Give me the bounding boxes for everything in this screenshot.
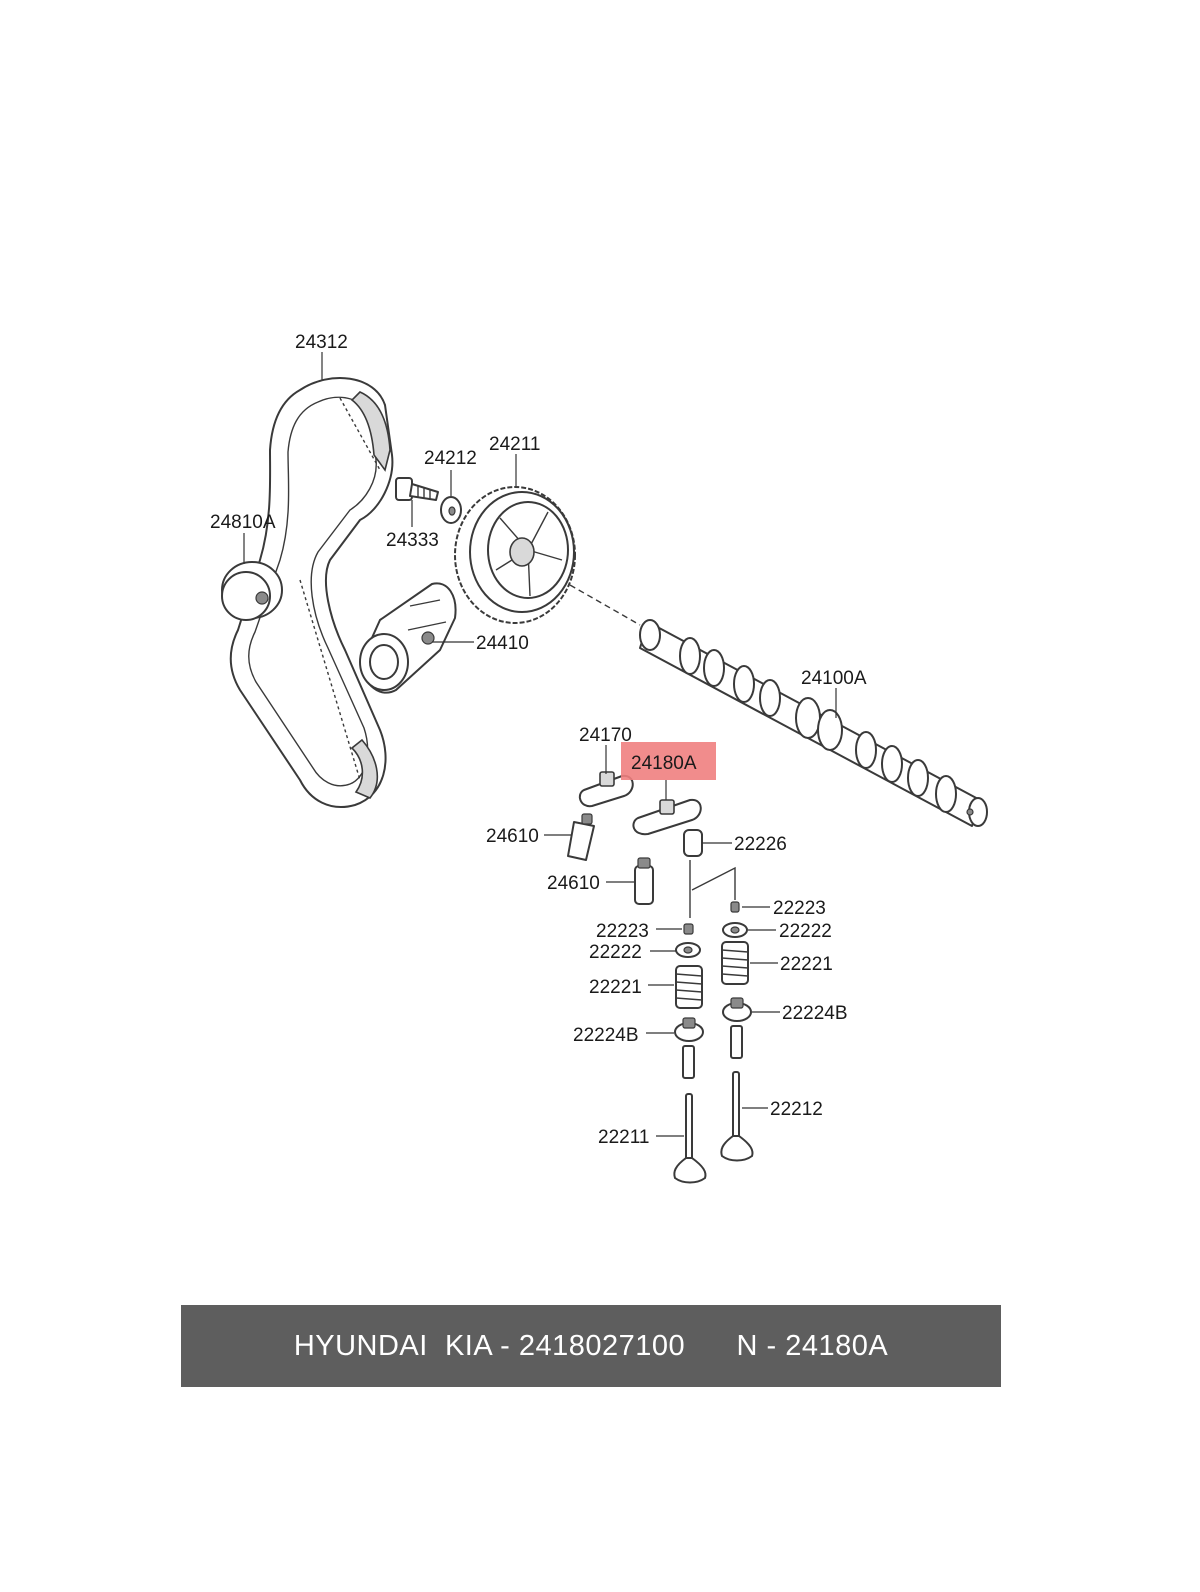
- label-24212: 24212: [424, 448, 477, 469]
- rocker-arm-right: [632, 798, 702, 836]
- label-24170: 24170: [579, 725, 632, 746]
- valve-guide-right: [730, 1025, 743, 1059]
- sprocket-washer: [440, 496, 462, 524]
- label-22222-right: 22222: [779, 921, 832, 942]
- banner-spacer: [685, 1330, 736, 1363]
- lash-adjuster-lower: [634, 857, 654, 905]
- label-24333: 24333: [386, 530, 439, 551]
- belt-tensioner: [359, 582, 457, 694]
- intake-valve-left: [673, 1093, 707, 1184]
- label-24410: 24410: [476, 633, 529, 654]
- diagram-reference: N - 24180A: [736, 1329, 889, 1362]
- exhaust-valve-right: [720, 1071, 754, 1162]
- label-24610-lower: 24610: [547, 873, 600, 894]
- label-24312: 24312: [295, 332, 348, 353]
- spring-retainer-right: [722, 922, 748, 938]
- valve-spring-left: [675, 965, 703, 1009]
- spring-seat-right: [722, 997, 752, 1022]
- highlight-24180A: [621, 742, 716, 780]
- brand-part-number: HYUNDAI KIA - 2418027100: [293, 1329, 686, 1362]
- label-24211: 24211: [489, 434, 540, 455]
- label-22221-left: 22221: [589, 977, 642, 998]
- valve-cotter-right: [730, 901, 740, 913]
- camshaft: [639, 619, 988, 827]
- valve-spring-right: [721, 941, 749, 985]
- part-number-banner: HYUNDAI KIA - 2418027100 N - 24180A: [181, 1305, 1001, 1387]
- label-22221-right: 22221: [780, 954, 833, 975]
- label-24100A: 24100A: [801, 668, 867, 689]
- sprocket-bolt: [395, 477, 439, 501]
- label-24810A: 24810A: [210, 512, 276, 533]
- camshaft-sprocket: [454, 486, 576, 624]
- label-22212: 22212: [770, 1099, 823, 1120]
- spring-seat-left: [674, 1017, 704, 1042]
- label-22224B-right: 22224B: [782, 1003, 848, 1024]
- lash-adjuster-upper: [567, 813, 595, 861]
- idler-pulley: [221, 561, 283, 621]
- label-22222-left: 22222: [589, 942, 642, 963]
- label-24610-upper: 24610: [486, 826, 539, 847]
- label-22224B-left: 22224B: [573, 1025, 639, 1046]
- timing-belt: [229, 377, 394, 808]
- label-22223-left: 22223: [596, 921, 649, 942]
- spring-retainer-left: [675, 942, 701, 958]
- label-22226: 22226: [734, 834, 787, 855]
- rocker-arm-left: [578, 771, 634, 808]
- exploded-parts-diagram: 24312 24810A 24333 24212 24211: [210, 332, 988, 1184]
- valve-cotter-left: [683, 923, 694, 935]
- label-22211: 22211: [598, 1127, 649, 1148]
- valve-guide-left: [682, 1045, 695, 1079]
- label-24180A: 24180A: [631, 753, 697, 774]
- label-22223-right: 22223: [773, 898, 826, 919]
